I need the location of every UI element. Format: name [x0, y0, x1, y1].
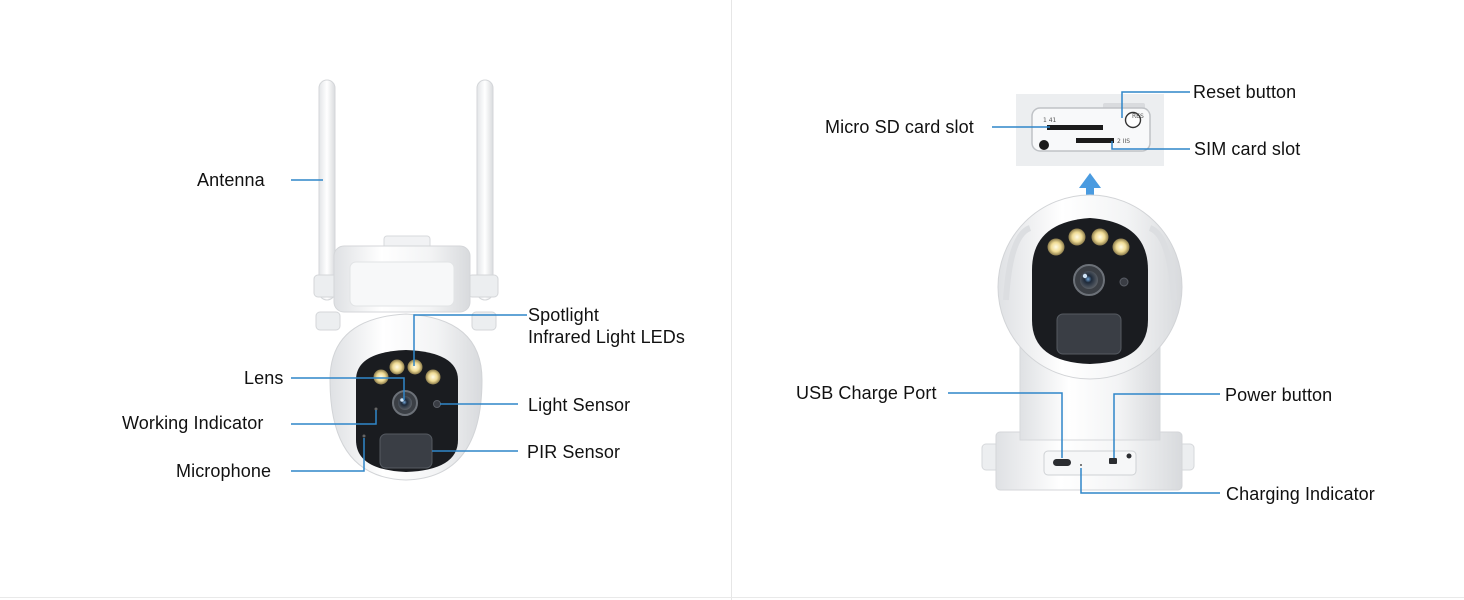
- usb-charge-port-label: USB Charge Port: [796, 383, 937, 403]
- working-indicator-label: Working Indicator: [122, 413, 264, 433]
- infrared-leds-label: Infrared Light LEDs: [528, 327, 685, 347]
- light-sensor-label: Light Sensor: [528, 395, 631, 415]
- pir-sensor: [379, 433, 433, 469]
- light-sensor: [433, 400, 441, 408]
- light-sensor: [1119, 277, 1129, 287]
- right-callouts: [948, 91, 1220, 494]
- antenna-left: [318, 79, 336, 301]
- led-1: [373, 369, 389, 385]
- left-camera: [313, 79, 499, 481]
- micro-sd-slot-label: Micro SD card slot: [825, 117, 974, 137]
- microphone: [362, 434, 366, 438]
- charging-indicator-label: Charging Indicator: [1226, 484, 1375, 504]
- reset-marking: RES: [1132, 113, 1144, 120]
- led-3: [1091, 228, 1109, 246]
- working-indicator: [374, 407, 378, 411]
- led-1: [1047, 238, 1065, 256]
- up-arrow-icon: [1079, 173, 1101, 202]
- slot-inset: [1016, 94, 1164, 166]
- spotlight-label: Spotlight: [528, 305, 599, 325]
- bottom-divider: [0, 597, 1464, 598]
- sim-slot-label: SIM card slot: [1194, 139, 1301, 159]
- left-callouts: [291, 179, 527, 472]
- right-camera: [981, 194, 1195, 491]
- reset-button-label: Reset button: [1193, 82, 1297, 102]
- power-button-label: Power button: [1225, 385, 1333, 405]
- led-3: [407, 359, 423, 375]
- sd-slot-marking: 1 41: [1043, 117, 1057, 124]
- antenna-right: [476, 79, 494, 301]
- led-2: [389, 359, 405, 375]
- led-2: [1068, 228, 1086, 246]
- pir-sensor-label: PIR Sensor: [527, 442, 621, 462]
- port-panel: [1043, 450, 1137, 476]
- lens-label: Lens: [244, 368, 284, 388]
- led-4: [425, 369, 441, 385]
- panel-divider: [731, 0, 732, 600]
- sim-slot-marking: 2 IIS: [1117, 138, 1130, 145]
- pir-sensor: [1056, 313, 1122, 355]
- antenna-label: Antenna: [197, 170, 265, 190]
- led-4: [1112, 238, 1130, 256]
- microphone-label: Microphone: [176, 461, 272, 481]
